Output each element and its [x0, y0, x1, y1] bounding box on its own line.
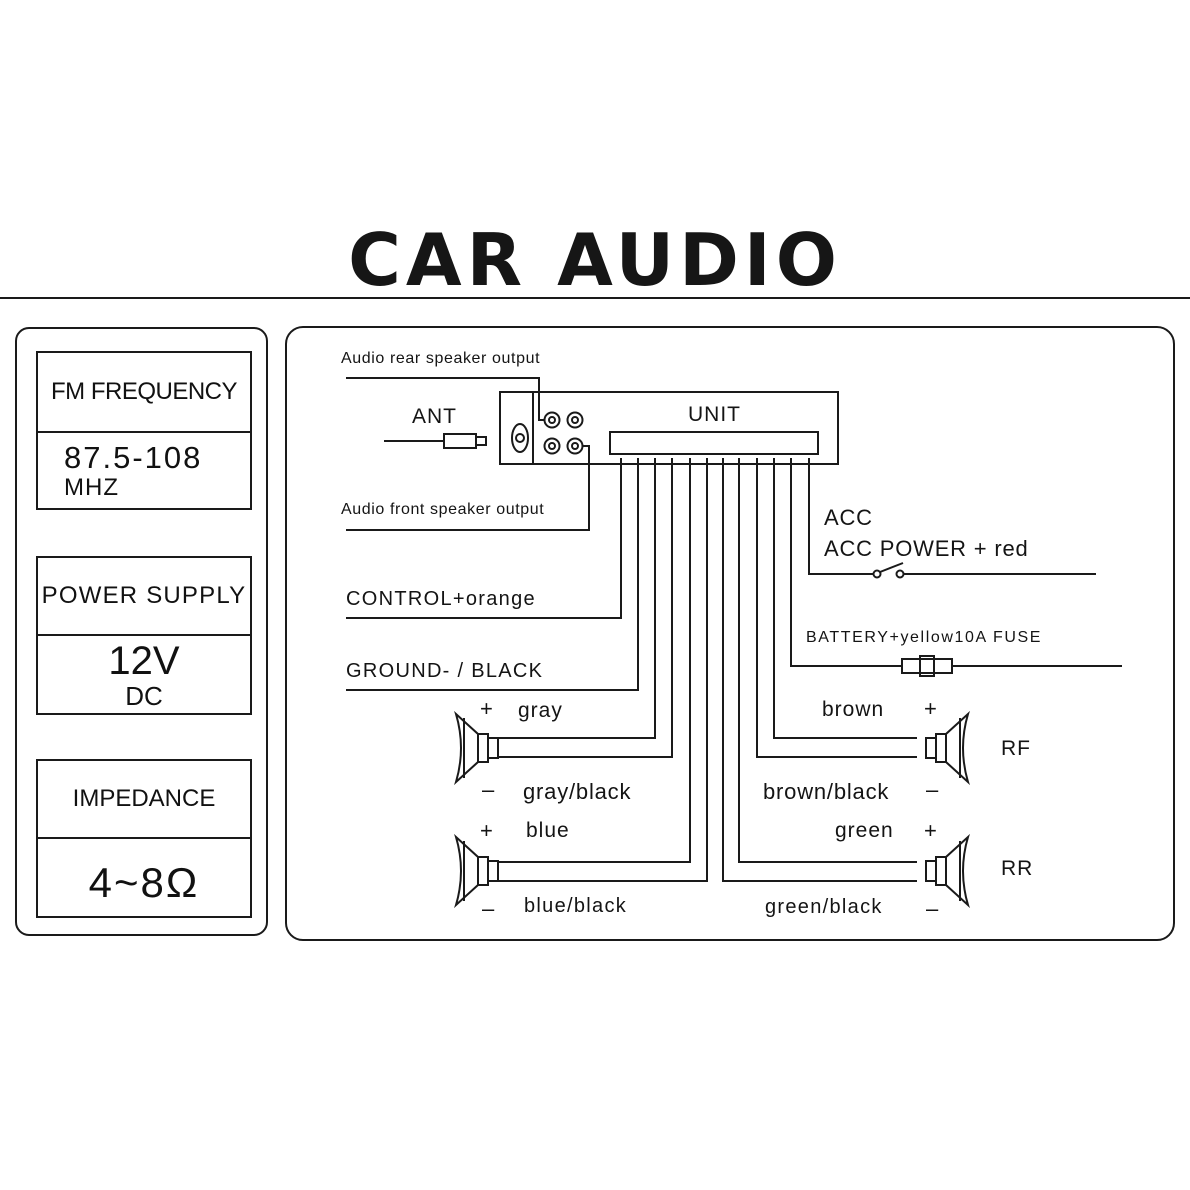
- fm-frequency-label: FM FREQUENCY: [38, 353, 250, 433]
- specifications-panel: FM FREQUENCY 87.5-108 MHZ POWER SUPPLY 1…: [15, 327, 268, 936]
- left-rear-speaker-icon: [454, 833, 499, 909]
- head-unit: [499, 391, 839, 465]
- lf-plus-wire-label: gray: [518, 699, 563, 722]
- battery-label: BATTERY+yellow10A FUSE: [806, 629, 1043, 646]
- acc-power-label: ACC POWER + red: [824, 536, 1029, 561]
- lr-minus-wire: [498, 458, 708, 882]
- rear-output-label: Audio rear speaker output: [341, 350, 541, 367]
- rr-plus-wire: [738, 458, 917, 863]
- unit-label: UNIT: [688, 403, 741, 426]
- antenna-socket: [511, 423, 529, 453]
- right-rear-speaker-icon: [925, 833, 970, 909]
- rf-speaker-label: RF: [1001, 737, 1031, 760]
- ground-label: GROUND- / BLACK: [346, 660, 544, 682]
- fm-frequency-value: 87.5-108: [64, 440, 203, 475]
- front-output-line: [346, 445, 590, 531]
- left-front-speaker-icon: [454, 710, 499, 786]
- fm-frequency-box: FM FREQUENCY 87.5-108 MHZ: [36, 351, 252, 510]
- battery-wire: [790, 458, 902, 667]
- acc-label: ACC: [824, 505, 873, 530]
- impedance-label: IMPEDANCE: [38, 761, 250, 839]
- lf-minus-wire: [498, 458, 673, 758]
- rf-plus-wire: [773, 458, 917, 739]
- rf-minus-sign: –: [926, 777, 939, 802]
- wiring-diagram-panel: [285, 326, 1175, 941]
- antenna-label: ANT: [412, 405, 457, 428]
- rf-plus-sign: +: [924, 696, 937, 721]
- lr-plus-wire-label: blue: [526, 819, 570, 842]
- lr-plus-wire: [498, 458, 691, 863]
- power-supply-box: POWER SUPPLY 12V DC: [36, 556, 252, 715]
- impedance-box: IMPEDANCE 4~8Ω: [36, 759, 252, 918]
- right-front-speaker-icon: [925, 710, 970, 786]
- front-output-label: Audio front speaker output: [341, 501, 545, 518]
- antenna-plug: [384, 433, 487, 449]
- ground-wire: [346, 458, 639, 691]
- rca-jacks: [543, 411, 584, 455]
- control-wire: [346, 458, 622, 619]
- rf-minus-wire: [756, 458, 917, 758]
- lf-plus-wire: [498, 458, 656, 739]
- rr-plus-sign: +: [924, 818, 937, 843]
- power-supply-value: 12V: [108, 639, 180, 683]
- power-supply-unit: DC: [125, 681, 163, 711]
- rf-plus-wire-label: brown: [822, 698, 885, 721]
- rr-minus-wire: [722, 458, 917, 882]
- fuse-icon: [901, 655, 953, 677]
- lf-minus-sign: –: [482, 777, 495, 802]
- impedance-value: 4~8Ω: [88, 859, 200, 906]
- rr-speaker-label: RR: [1001, 857, 1034, 880]
- rr-minus-wire-label: green/black: [765, 896, 883, 918]
- title-divider: [0, 297, 1190, 299]
- rr-minus-sign: –: [926, 896, 939, 921]
- page-title: CAR AUDIO: [348, 218, 842, 302]
- fm-frequency-unit: MHZ: [64, 474, 119, 501]
- power-supply-label: POWER SUPPLY: [38, 558, 250, 636]
- control-label: CONTROL+orange: [346, 588, 536, 610]
- lr-minus-sign: –: [482, 896, 495, 921]
- lr-plus-sign: +: [480, 818, 493, 843]
- rr-plus-wire-label: green: [835, 819, 894, 842]
- rf-minus-wire-label: brown/black: [763, 779, 890, 804]
- acc-switch-icon: [872, 562, 905, 579]
- acc-wire: [808, 458, 874, 575]
- lf-minus-wire-label: gray/black: [523, 779, 632, 804]
- lf-plus-sign: +: [480, 696, 493, 721]
- lr-minus-wire-label: blue/black: [524, 895, 628, 917]
- rear-output-line: [346, 377, 545, 421]
